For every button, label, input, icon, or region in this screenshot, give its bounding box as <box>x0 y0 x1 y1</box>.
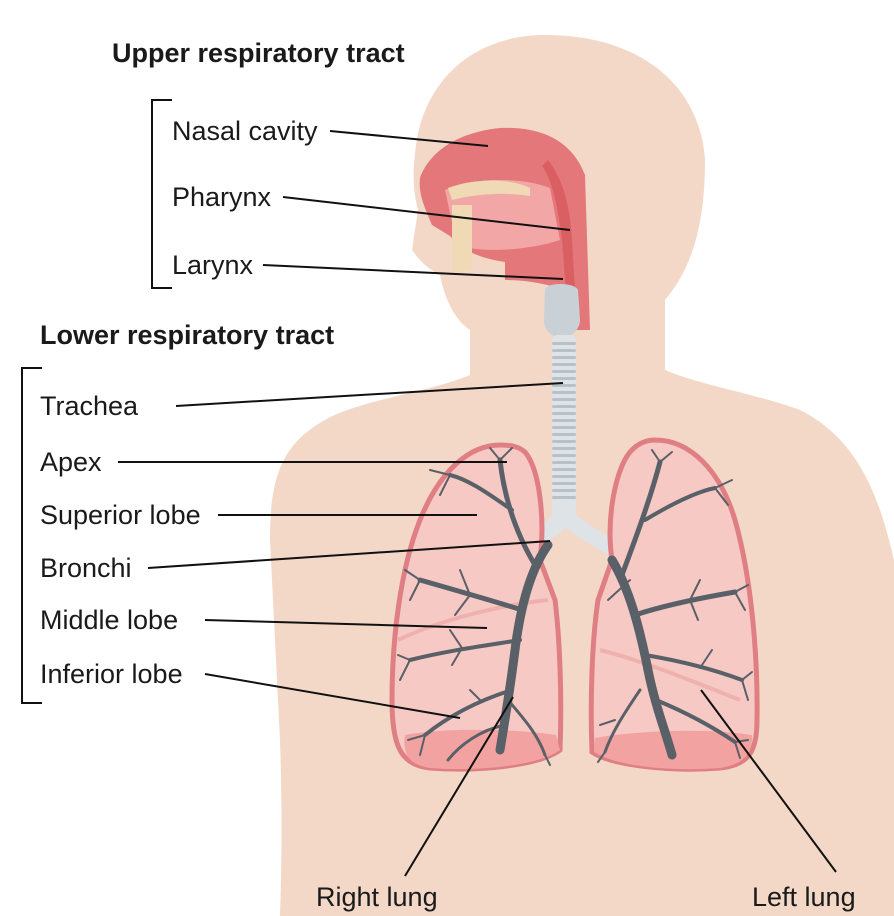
trachea-ring <box>552 454 576 457</box>
trachea-ring <box>552 461 576 464</box>
trachea-ring <box>552 482 576 485</box>
label-apex: Apex <box>40 447 102 477</box>
trachea-ring <box>552 384 576 387</box>
label-pharynx: Pharynx <box>172 182 272 212</box>
trachea-ring <box>552 363 576 366</box>
trachea-rings <box>552 342 576 499</box>
tongue-shape <box>452 205 472 272</box>
label-trachea: Trachea <box>40 391 139 421</box>
upper-tract-heading: Upper respiratory tract <box>112 38 405 68</box>
trachea-ring <box>552 426 576 429</box>
upper-tract-bracket <box>152 100 172 288</box>
trachea-ring <box>552 398 576 401</box>
body-silhouette <box>270 35 894 916</box>
trachea-ring <box>552 349 576 352</box>
trachea-ring <box>552 447 576 450</box>
trachea-ring <box>552 405 576 408</box>
label-bronchi: Bronchi <box>40 553 132 583</box>
larynx-shape <box>544 284 580 338</box>
label-middle-lobe: Middle lobe <box>40 605 178 635</box>
label-inferior-lobe: Inferior lobe <box>40 659 183 689</box>
lower-tract-bracket <box>22 368 42 703</box>
head-and-torso <box>270 35 894 916</box>
label-right-lung: Right lung <box>316 882 438 912</box>
trachea-ring <box>552 440 576 443</box>
trachea-ring <box>552 433 576 436</box>
trachea-ring <box>552 377 576 380</box>
trachea-ring <box>552 419 576 422</box>
label-nasal-cavity: Nasal cavity <box>172 116 318 146</box>
lower-tract-heading: Lower respiratory tract <box>40 320 334 350</box>
trachea-ring <box>552 391 576 394</box>
label-larynx: Larynx <box>172 250 254 280</box>
trachea-ring <box>552 489 576 492</box>
trachea-ring <box>552 342 576 345</box>
label-left-lung: Left lung <box>752 882 856 912</box>
trachea-ring <box>552 468 576 471</box>
trachea-ring <box>552 496 576 499</box>
trachea-ring <box>552 356 576 359</box>
trachea-ring <box>552 475 576 478</box>
trachea-ring <box>552 370 576 373</box>
trachea-ring <box>552 412 576 415</box>
label-superior-lobe: Superior lobe <box>40 500 201 530</box>
